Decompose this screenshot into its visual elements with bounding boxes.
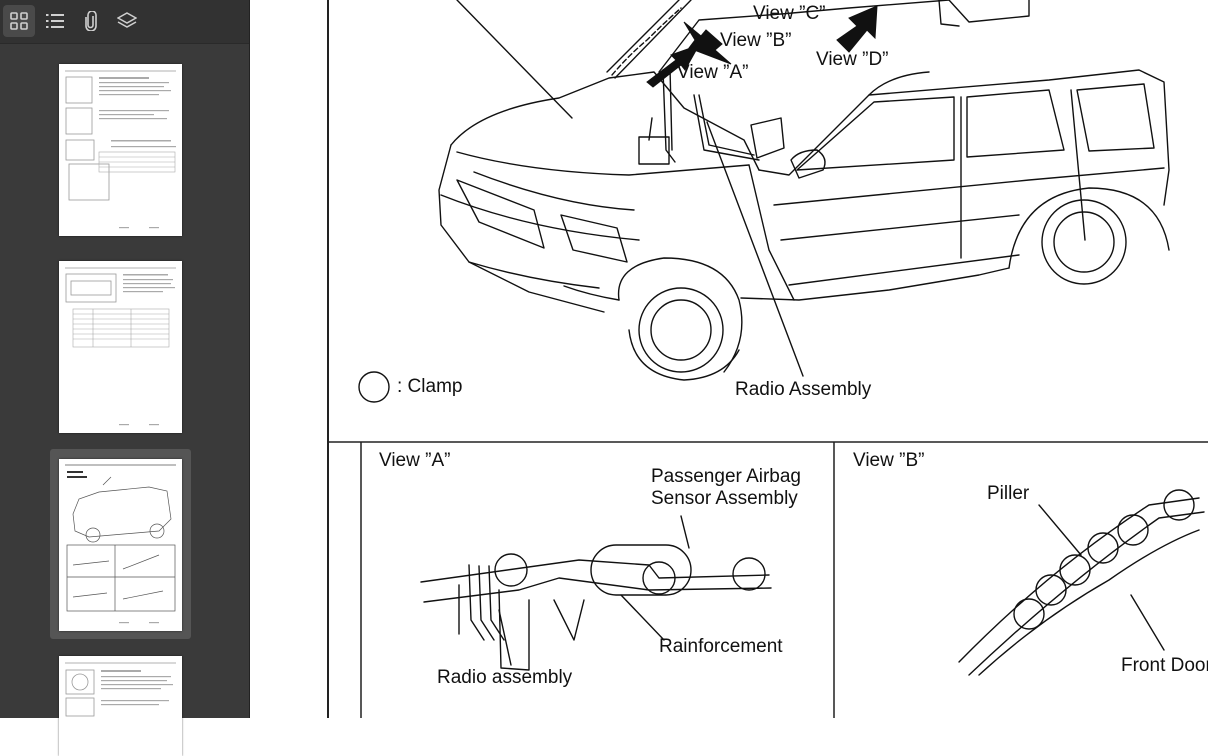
view-c-label: View ”C” [753, 3, 826, 24]
page-thumbnail-2[interactable] [59, 261, 182, 433]
clamp-legend: : Clamp [397, 376, 463, 397]
attachments-button[interactable] [75, 5, 107, 37]
panel-b-title: View ”B” [853, 450, 925, 471]
reinforcement-label: Rainforcement [659, 636, 783, 657]
layers-icon [117, 12, 137, 28]
page-preview [65, 662, 176, 717]
view-d-label: View ”D” [816, 49, 889, 70]
piller-label: Piller [987, 483, 1030, 504]
layers-button[interactable] [111, 5, 143, 37]
document-page: View ”C” View ”B” View ”D” View ”A” Radi… [327, 0, 1208, 718]
antenna-location-diagram [329, 0, 1208, 718]
sidebar-toolbar [0, 0, 249, 44]
view-a-label: View ”A” [677, 62, 749, 83]
outline-button[interactable] [39, 5, 71, 37]
front-door-label: Front Door [1121, 655, 1208, 676]
page-thumbnail-3[interactable] [59, 459, 182, 631]
sensor-label-line1: Passenger Airbag [651, 466, 801, 487]
panel-a-title: View ”A” [379, 450, 451, 471]
thumbnail-sidebar [0, 0, 250, 756]
sensor-label-line2: Sensor Assembly [651, 488, 798, 509]
document-viewer[interactable]: View ”C” View ”B” View ”D” View ”A” Radi… [250, 0, 1208, 718]
thumbnails-button[interactable] [3, 5, 35, 37]
page-preview [65, 464, 176, 624]
grid-icon [10, 12, 28, 30]
page-preview [65, 70, 176, 229]
radio-assembly-label-a: Radio assembly [437, 667, 573, 688]
radio-assembly-label: Radio Assembly [735, 379, 872, 400]
page-thumbnail-4[interactable] [59, 656, 182, 756]
page-preview [65, 267, 176, 426]
view-b-label: View ”B” [720, 30, 792, 51]
paperclip-icon [85, 11, 97, 31]
page-thumbnail-1[interactable] [59, 64, 182, 236]
list-icon [46, 14, 64, 28]
